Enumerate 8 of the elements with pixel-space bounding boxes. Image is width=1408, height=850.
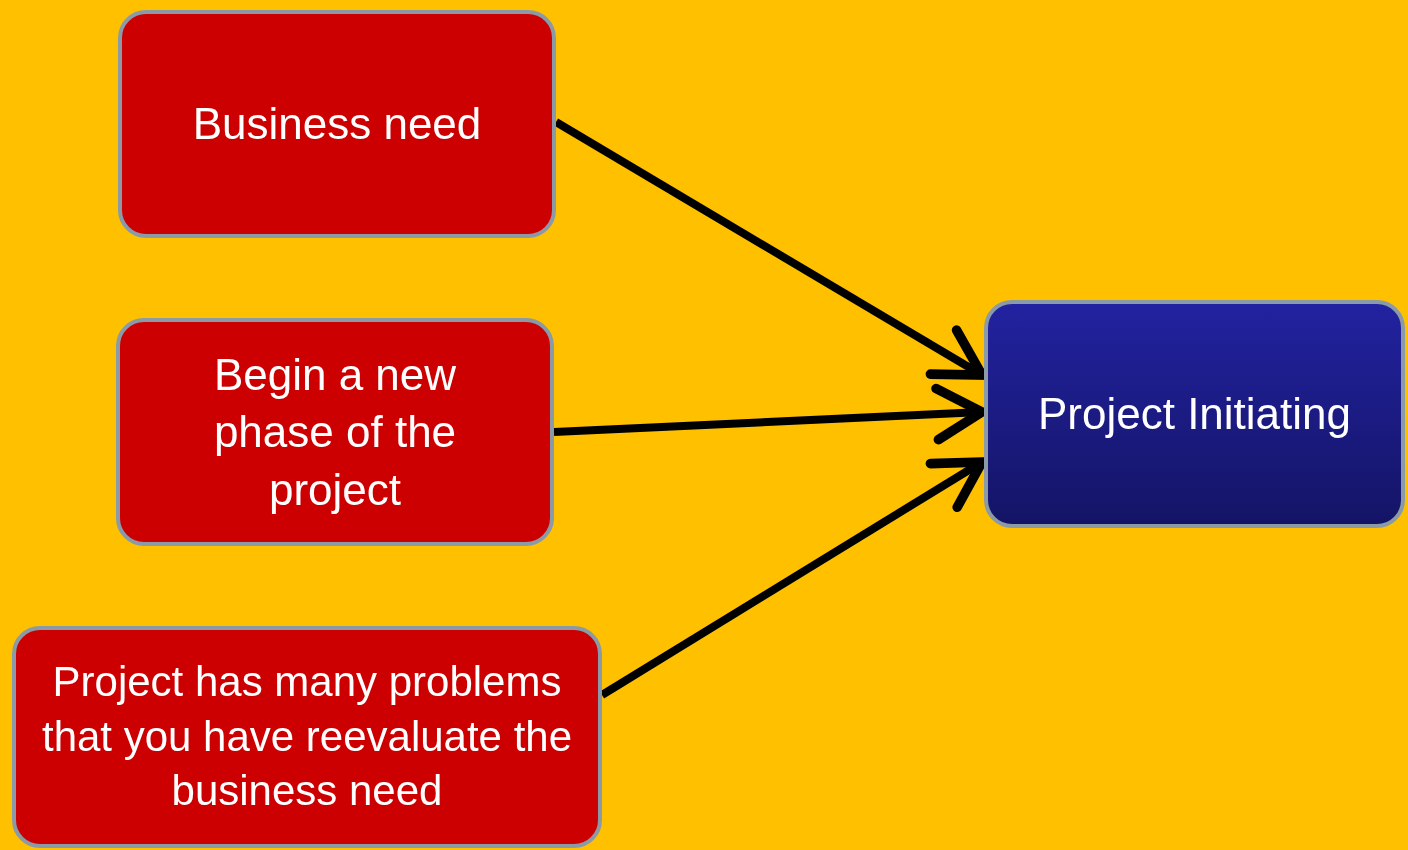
process-box [12, 626, 602, 848]
process-box [118, 10, 556, 238]
box-label: Business need [192, 98, 482, 151]
box-label: Project Initiating [1037, 388, 1352, 441]
box-label: Begin a new phase of the project [212, 349, 458, 516]
box-label: Project has many problems that you have reevaluate the business need [40, 657, 573, 817]
process-box [116, 318, 554, 546]
process-box [984, 300, 1405, 528]
